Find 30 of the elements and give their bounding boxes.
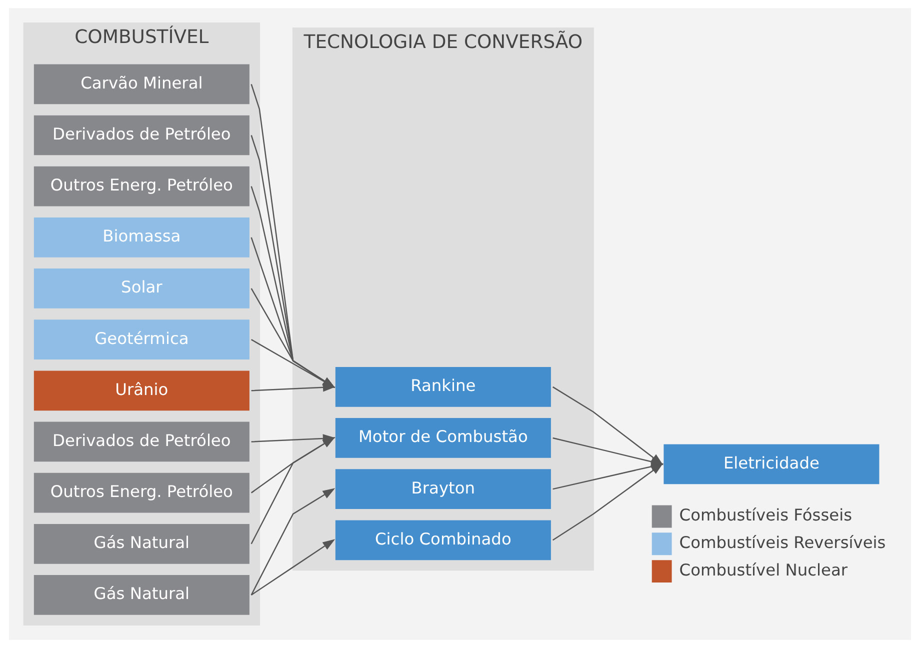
node-box: Outros Energ. Petróleo xyxy=(34,166,250,206)
node-box: Derivados de Petróleo xyxy=(34,115,250,156)
node-box: Urânio xyxy=(34,370,250,411)
node-box: Eletricidade xyxy=(664,444,880,484)
legend-label: Combustível Nuclear xyxy=(679,560,848,580)
arrow xyxy=(251,339,336,388)
arrow xyxy=(250,84,336,388)
arrow xyxy=(250,488,336,596)
node-box: Ciclo Combinado xyxy=(335,520,551,560)
node-box: Derivados de Petróleo xyxy=(34,422,250,462)
node-box: Brayton xyxy=(335,469,551,509)
arrow xyxy=(250,288,336,388)
node-box: Outros Energ. Petróleo xyxy=(34,472,250,513)
legend-label: Combustíveis Fósseis xyxy=(679,506,852,525)
node-box: Carvão Mineral xyxy=(34,64,250,104)
arrow xyxy=(250,437,336,544)
legend-label: Combustíveis Reversíveis xyxy=(679,533,886,552)
arrow xyxy=(250,186,336,388)
node-box: Motor de Combustão xyxy=(335,418,551,458)
arrow xyxy=(250,539,336,596)
arrow xyxy=(250,135,336,388)
node-box: Geotérmica xyxy=(34,320,250,360)
node-box: Gás Natural xyxy=(34,575,250,615)
node-box: Solar xyxy=(34,268,250,308)
node-box: Rankine xyxy=(335,366,551,407)
node-box: Gás Natural xyxy=(34,524,250,564)
arrow xyxy=(251,383,336,392)
arrow xyxy=(250,237,336,388)
arrow xyxy=(250,437,336,494)
node-box: Biomassa xyxy=(34,217,250,258)
